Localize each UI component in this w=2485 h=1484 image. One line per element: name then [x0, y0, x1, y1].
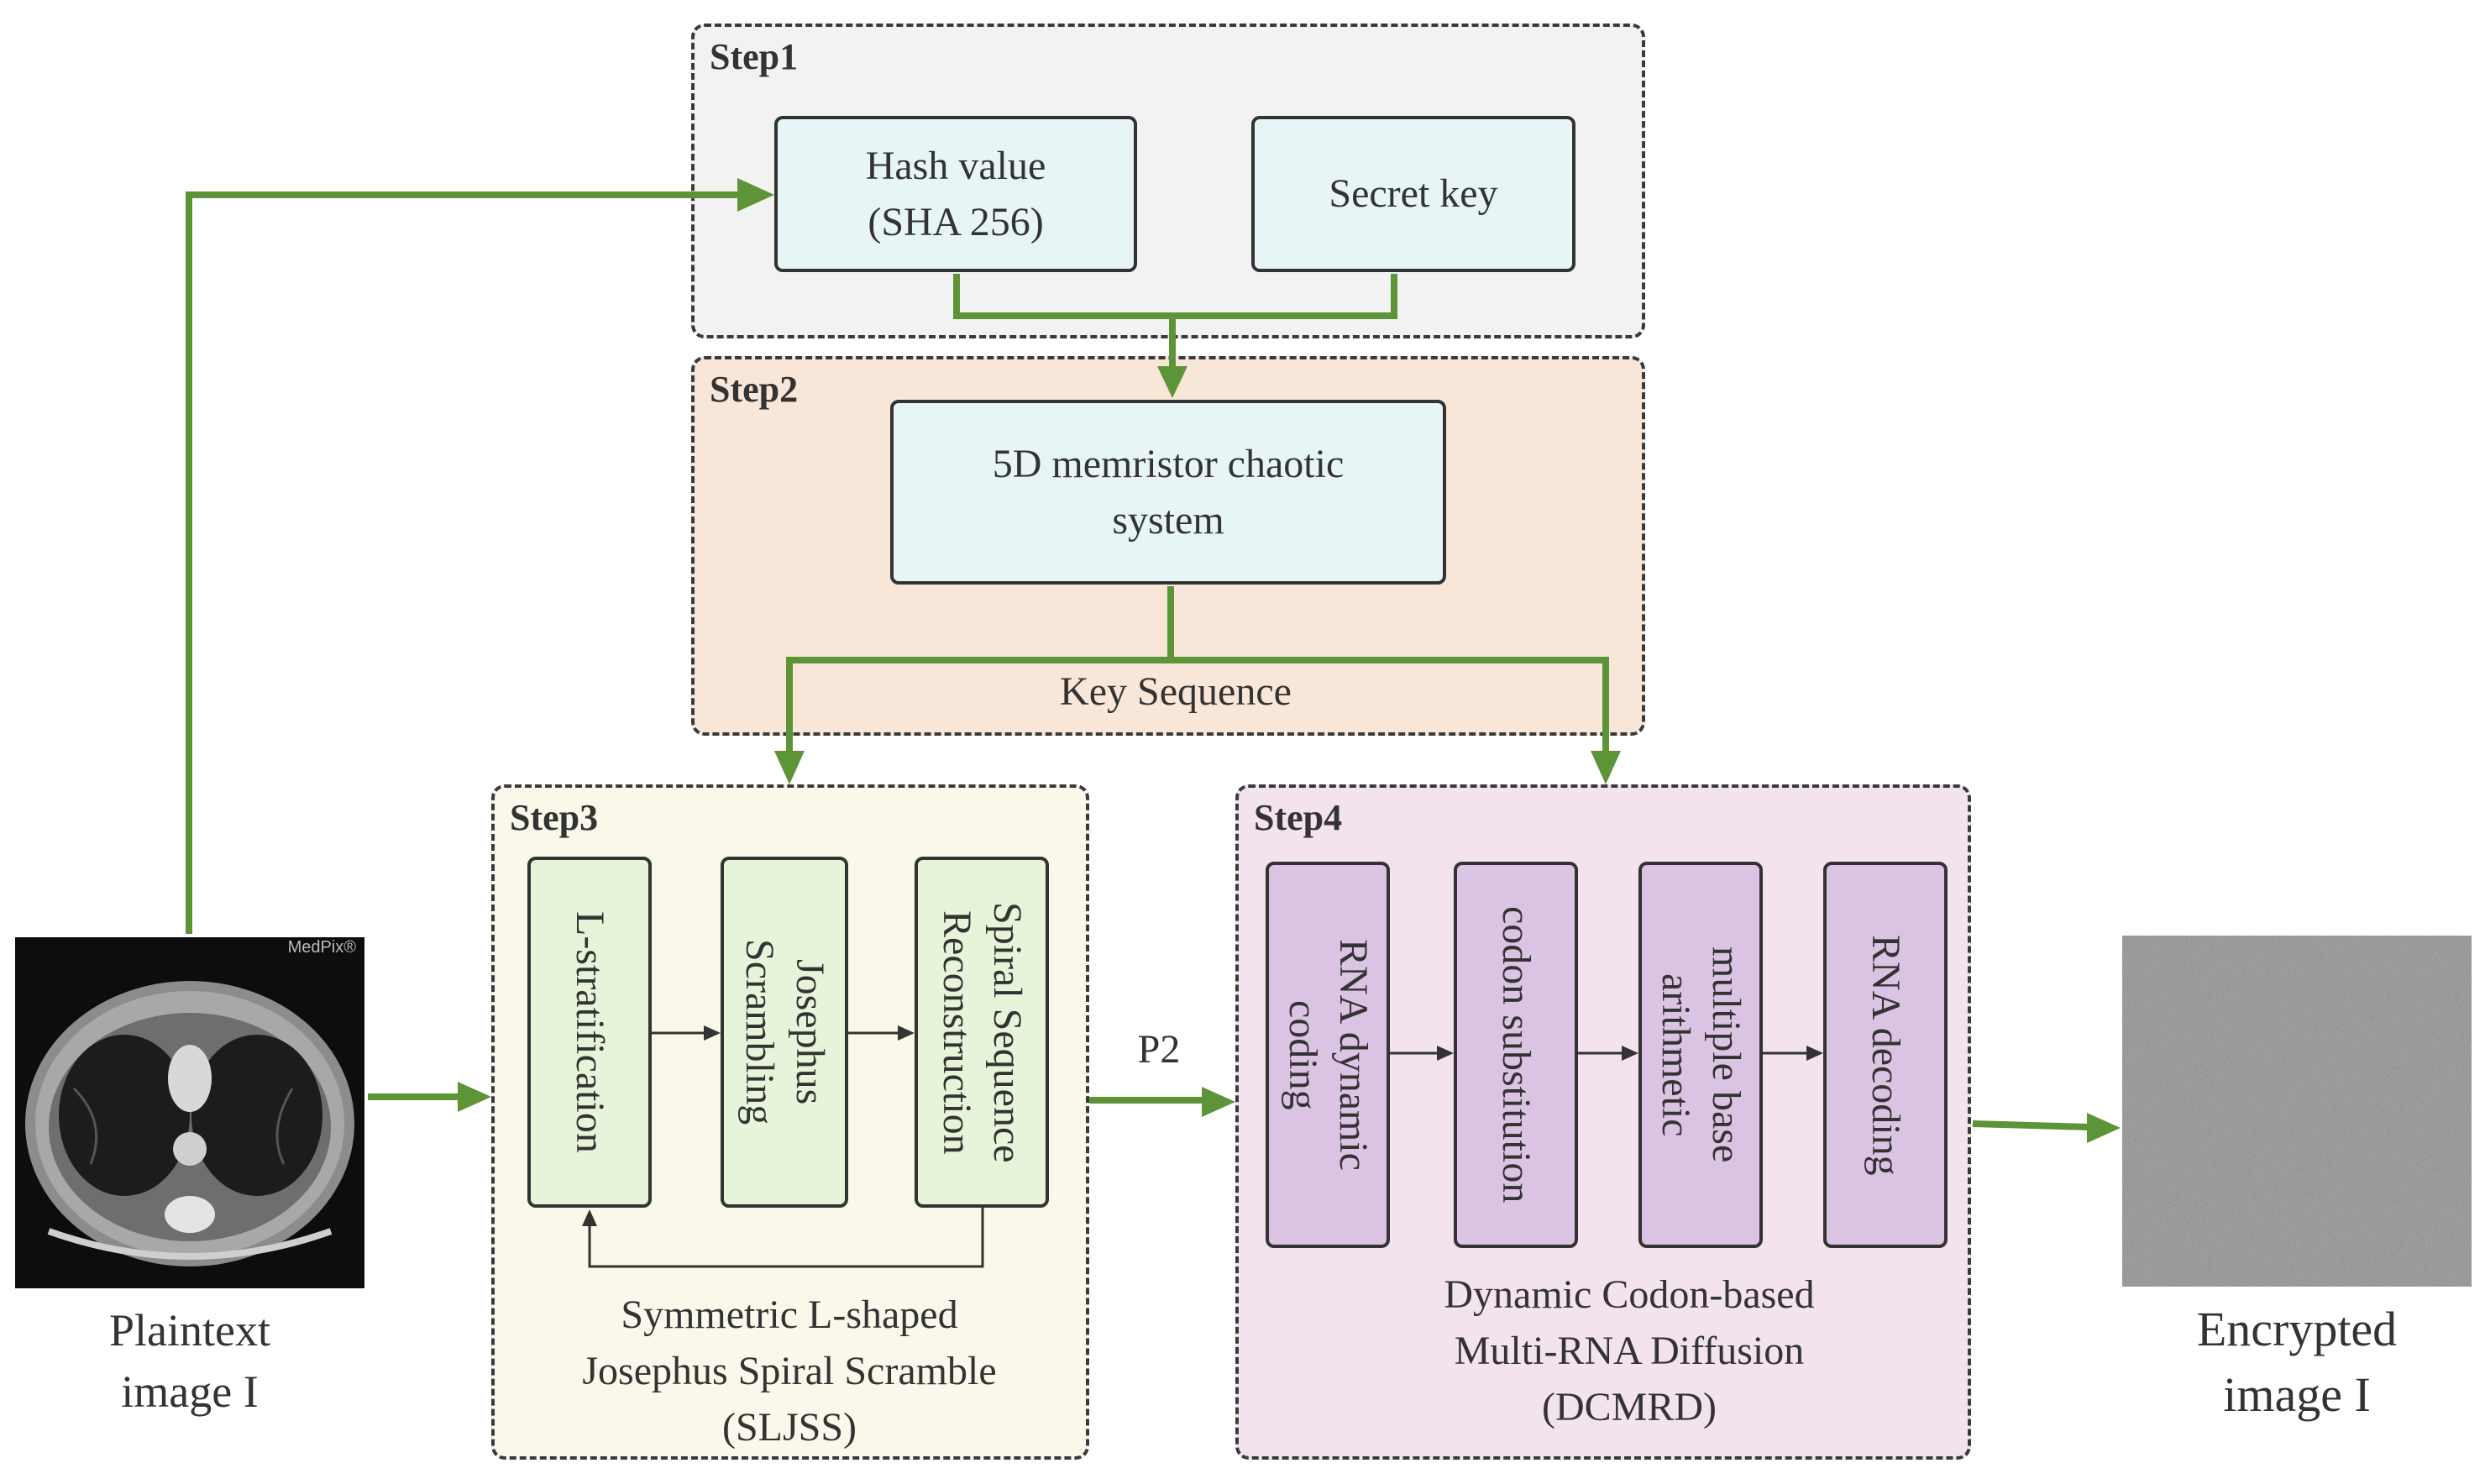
ct-watermark: MedPix® — [288, 938, 357, 957]
rna-decoding-label: RNA decoding — [1864, 934, 1908, 1176]
multiple-base-arithmetic-label: multiple base arithmetic — [1654, 947, 1748, 1163]
rna-dynamic-coding-box: RNA dynamic coding — [1266, 862, 1390, 1248]
step4-to-encrypted-arrowhead — [2087, 1113, 2121, 1143]
hash-value-box: Hash value (SHA 256) — [774, 116, 1137, 272]
step3-to-step4-arrowhead — [1202, 1087, 1235, 1117]
chaotic-system-box: 5D memristor chaotic system — [890, 400, 1446, 585]
key-sequence-to-step3-arrowhead — [774, 751, 805, 784]
josephus-scrambling-box: Josephus Scrambling — [721, 857, 848, 1208]
codon-substitution-label: codon substitution — [1494, 906, 1539, 1203]
secret-key-box: Secret key — [1251, 116, 1575, 272]
key-sequence-to-step4-arrowhead — [1591, 751, 1621, 784]
rna-dynamic-coding-label: RNA dynamic coding — [1281, 939, 1376, 1171]
spiral-feedback-arrowhead — [582, 1209, 597, 1226]
key-sequence-label: Key Sequence — [1060, 669, 1292, 714]
key-sequence-to-step3-line — [786, 657, 1171, 752]
encrypted-noise-image — [2122, 936, 2472, 1287]
noise-graphic — [2122, 936, 2472, 1287]
encrypted-caption: Encrypted image I — [2196, 1302, 2398, 1423]
spiral-reconstruction-label: Spiral Sequence Reconstruction — [935, 901, 1030, 1163]
key-sequence-to-step4-line — [1171, 657, 1609, 752]
rna-decoding-box: RNA decoding — [1823, 862, 1948, 1248]
ct-scan-graphic: MedPix® — [15, 937, 364, 1288]
l-stratification-label: L-stratification — [568, 911, 612, 1153]
spiral-reconstruction-box: Spiral Sequence Reconstruction — [915, 857, 1049, 1208]
step4-to-encrypted-line — [1972, 1120, 2090, 1130]
multiple-base-arithmetic-box: multiple base arithmetic — [1638, 862, 1763, 1248]
l-strat-to-josephus-arrowhead — [704, 1025, 721, 1041]
hash-to-merge-line — [953, 274, 1397, 319]
dcmrd-caption: Dynamic Codon-based Multi-RNA Diffusion … — [1444, 1272, 1815, 1430]
plaintext-to-step3-arrowhead — [458, 1082, 491, 1112]
josephus-to-spiral-arrowhead — [898, 1025, 915, 1041]
l-stratification-box: L-stratification — [527, 857, 652, 1208]
sljss-caption: Symmetric L-shaped Josephus Spiral Scram… — [582, 1293, 997, 1450]
plaintext-ct-image: MedPix® — [15, 937, 364, 1288]
merge-to-chaotic-arrowhead — [1157, 366, 1187, 398]
plaintext-caption: Plaintext image I — [109, 1305, 270, 1417]
plaintext-to-hash-line — [186, 191, 741, 934]
codon-to-arithmetic-arrowhead — [1622, 1046, 1638, 1061]
p2-label: P2 — [1137, 1027, 1181, 1072]
codon-substitution-box: codon substitution — [1454, 862, 1578, 1248]
step4-label: Step4 — [1254, 797, 1343, 838]
step1-label: Step1 — [710, 36, 799, 77]
step3-label: Step3 — [510, 797, 599, 838]
spiral-feedback-line — [588, 1208, 984, 1268]
plaintext-to-hash-arrowhead — [737, 178, 774, 212]
step2-label: Step2 — [710, 369, 799, 410]
josephus-scrambling-label: Josephus Scrambling — [737, 939, 832, 1125]
rna-coding-to-codon-arrowhead — [1437, 1046, 1454, 1061]
arithmetic-to-decoding-arrowhead — [1806, 1046, 1823, 1061]
